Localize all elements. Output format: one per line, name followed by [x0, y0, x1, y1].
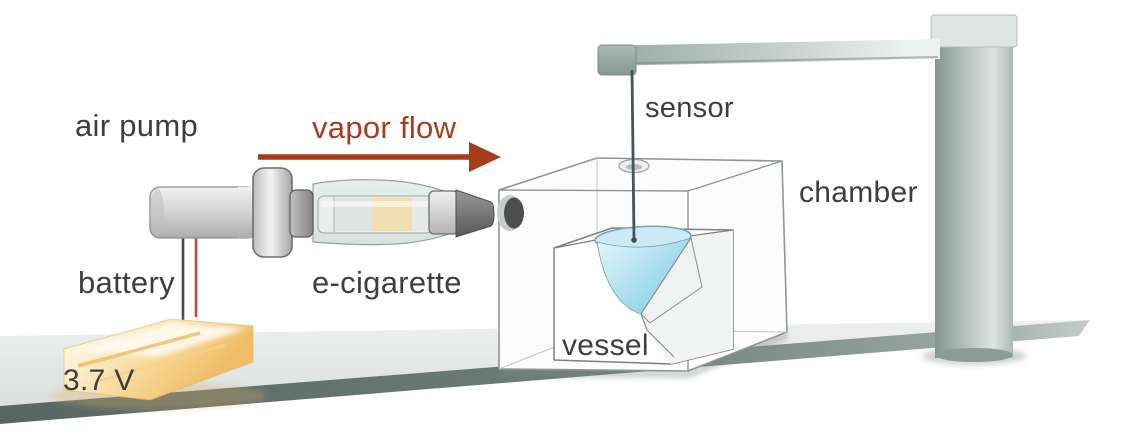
air-pump-end-cap	[150, 188, 164, 236]
sensor-stand	[597, 14, 1026, 365]
post-base	[935, 348, 1013, 362]
battery-label: battery	[78, 265, 175, 300]
battery-streak-2	[94, 343, 226, 384]
chamber-shadow	[498, 331, 789, 379]
air-pump-label: air pump	[75, 108, 199, 143]
cartridge-highlight	[321, 201, 429, 207]
stand-arm-underside	[600, 56, 939, 65]
battery-streak-1	[77, 331, 201, 368]
chamber-inlet-hole	[497, 195, 524, 231]
air-pump-assembly	[149, 186, 258, 239]
chamber-label: chamber	[799, 176, 918, 209]
e-cigarette-device	[252, 167, 495, 258]
battery-voltage-label: 3.7 V	[63, 364, 135, 397]
stand-post	[935, 20, 1013, 358]
vessel-label: vessel	[562, 329, 649, 362]
vapor-flow-label: vapor flow	[312, 110, 457, 145]
collar-ring	[252, 167, 293, 258]
dark-ring	[289, 189, 314, 238]
vessel-block	[553, 225, 734, 365]
vessel-notch-edge	[640, 313, 675, 358]
post-top-cap	[930, 14, 1018, 48]
vessel-cut-face	[640, 237, 703, 324]
mouthpiece-tip	[455, 189, 495, 238]
stand-arm-tip	[597, 44, 637, 76]
battery-top-highlight	[70, 322, 248, 357]
driptip-ring	[428, 190, 459, 235]
sensor-wire	[630, 69, 637, 243]
sensor-tip	[631, 237, 637, 243]
e-cigarette-label: e-cigarette	[312, 265, 462, 300]
sensor-label: sensor	[645, 92, 734, 124]
battery-cell	[50, 238, 266, 410]
vapor-flow-arrow-icon	[258, 142, 501, 172]
